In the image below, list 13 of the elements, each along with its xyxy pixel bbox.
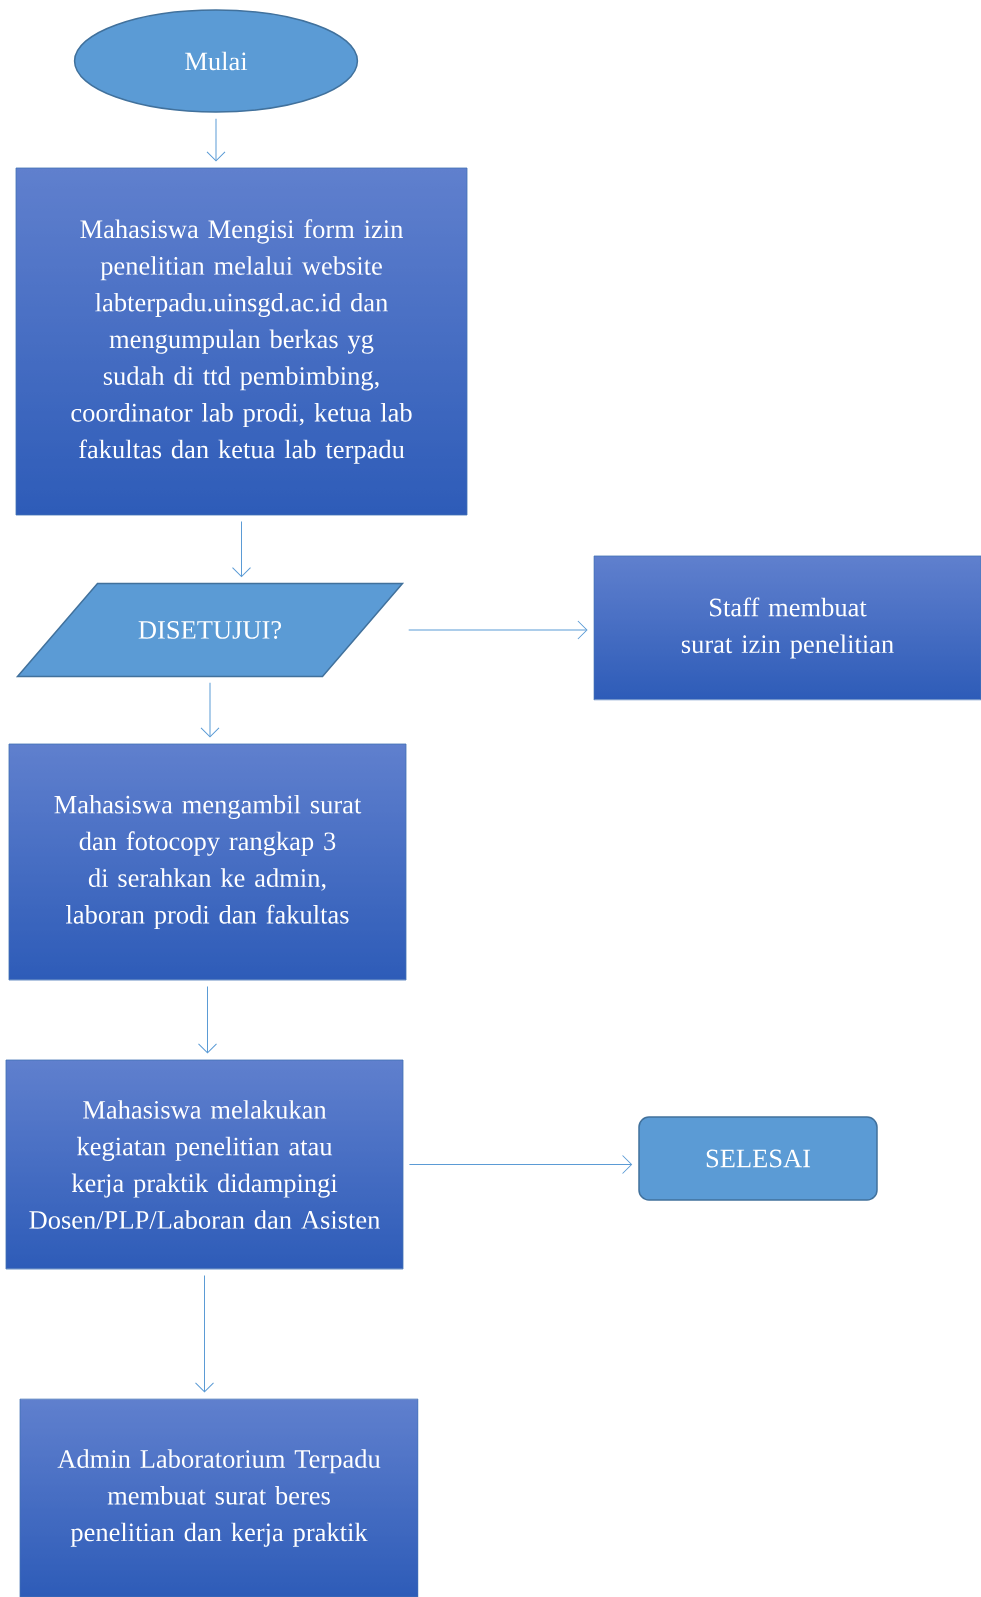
arrow [206,118,226,162]
process-box: Admin Laboratorium Terpadu membuat surat beres penelitian dan kerja praktik [19,1398,419,1597]
process-box: Mahasiswa melakukan kegiatan penelitian atau kerja praktik didampingi Dosen/PLP/Laboran dan Asisten [5,1059,404,1270]
arrow [408,1155,633,1174]
arrow [200,682,220,738]
process-box: Mahasiswa mengambil surat dan fotocopy rangkap 3 di serahkan ke admin, laboran prodi dan fakultas [8,743,407,981]
arrow [198,985,217,1054]
arrow [195,1274,214,1393]
arrow [408,620,588,640]
process-box: Staff membuat surat izin penelitian [593,555,981,701]
end-box: SELESAI [638,1116,878,1201]
process-box: Mahasiswa Mengisi form izin penelitian melalui website labterpadu.uinsgd.ac.id dan mengumpulan berkas yg sudah di ttd pembimbing, coordinator lab prodi, ketua lab fakultas dan ketua lab terpadu [15,167,468,516]
arrow [232,520,251,578]
